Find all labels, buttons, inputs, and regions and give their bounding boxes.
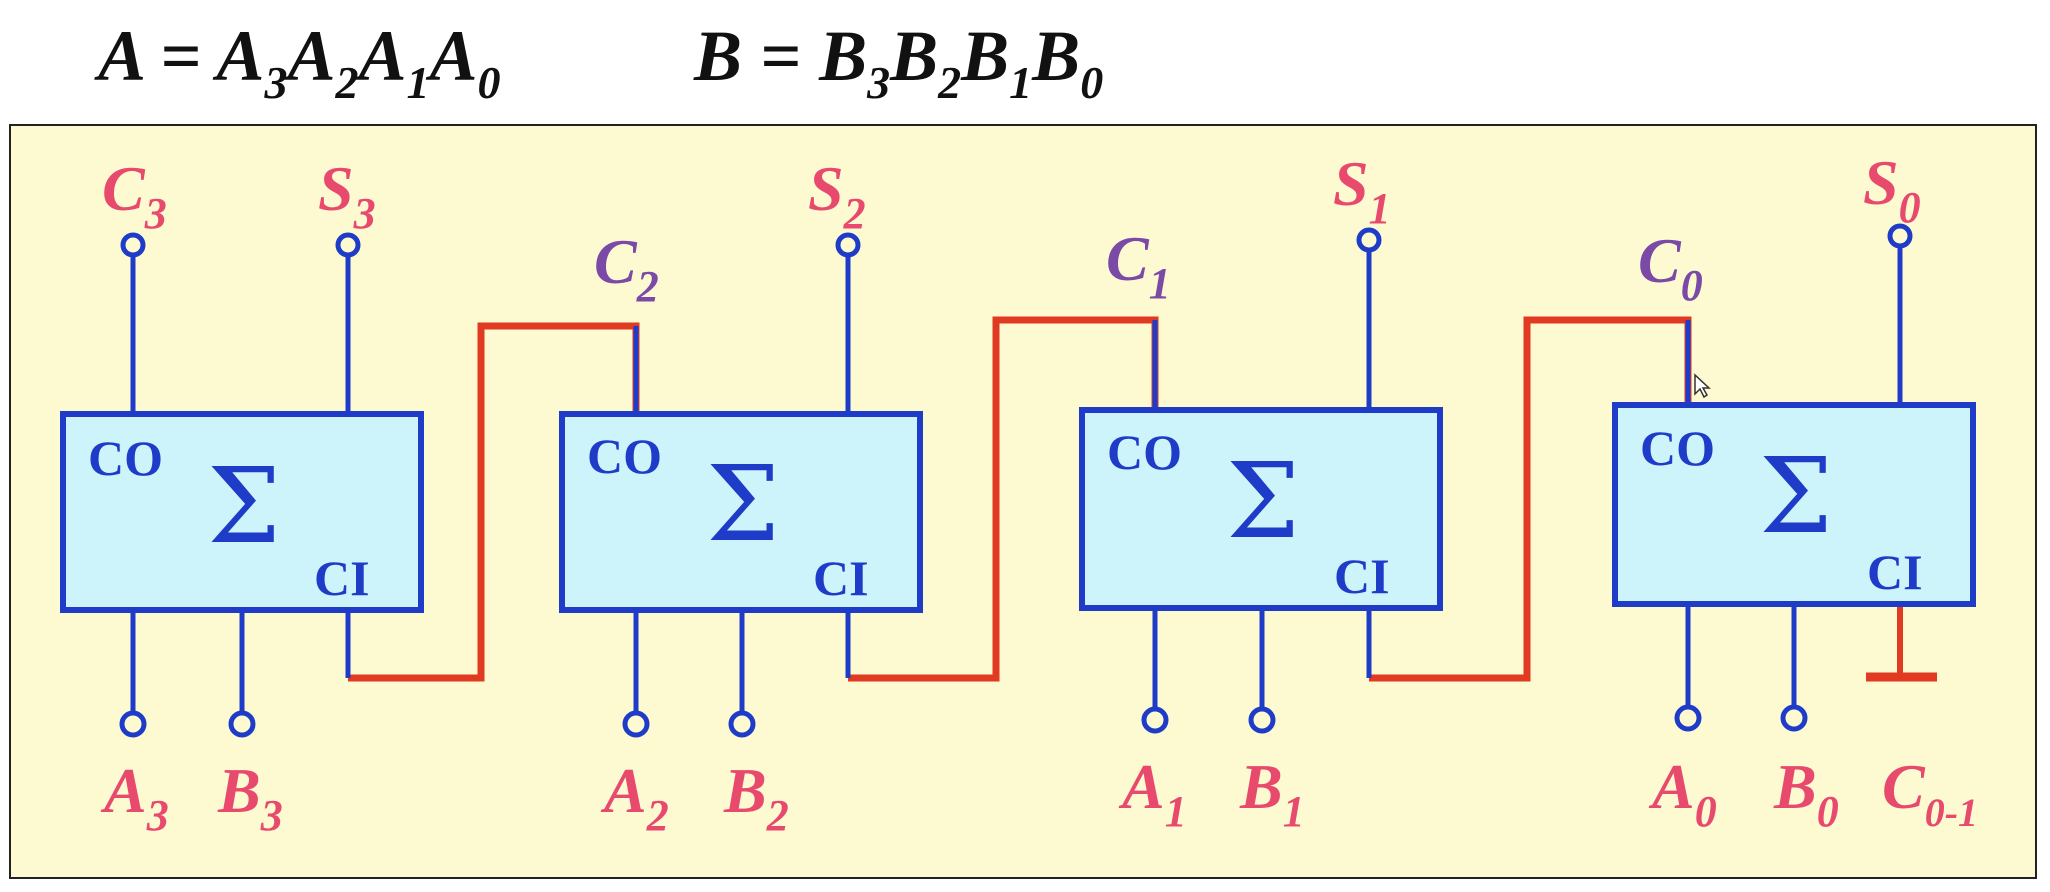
pin-c3: [120, 232, 146, 258]
pin-b3: [228, 710, 256, 738]
label-b0: B0: [1773, 751, 1839, 836]
mouse-cursor-icon: [1694, 373, 1711, 399]
formula-b: B = B3B2B1B0: [693, 16, 1103, 108]
carry-out-label: CO: [1640, 420, 1715, 476]
label-c3: C3: [102, 153, 167, 238]
pin-s3: [335, 232, 361, 258]
label-c2: C2: [594, 226, 659, 311]
adder-box: [559, 411, 923, 613]
adder-box: [60, 411, 424, 613]
label-a1: A1: [1118, 751, 1187, 836]
full-adder-stage-1: CO Σ CI: [1079, 407, 1443, 611]
terminal-pins: [119, 223, 1913, 738]
pin-a2: [622, 710, 650, 738]
carry-out-label: CO: [1107, 424, 1182, 480]
pin-b2: [728, 710, 756, 738]
pin-b0: [1780, 704, 1808, 732]
signal-wires: [130, 244, 1903, 713]
sigma-symbol: Σ: [207, 445, 281, 567]
full-adder-stage-2: CO Σ CI: [559, 411, 923, 613]
label-s1: S1: [1333, 148, 1391, 233]
formula-a: A = A3A2A1A0: [94, 16, 501, 108]
adder-box: [1079, 407, 1443, 611]
label-b3: B3: [217, 755, 283, 840]
carry-in-label: CI: [1334, 548, 1390, 604]
pin-a1: [1141, 706, 1169, 734]
full-adder-stage-0: CO Σ CI: [1612, 402, 1976, 607]
label-s2: S2: [808, 153, 866, 238]
adder-box: [1612, 402, 1976, 607]
label-a0: A0: [1648, 751, 1717, 836]
label-s0: S0: [1863, 147, 1921, 232]
carry-in-label: CI: [314, 550, 370, 606]
full-adder-stage-3: CO Σ CI: [60, 411, 424, 613]
pin-b1: [1248, 706, 1276, 734]
sigma-symbol: Σ: [1226, 440, 1300, 562]
carry-in-label: CI: [813, 550, 869, 606]
carry-out-label: CO: [587, 428, 662, 484]
label-a3: A3: [100, 755, 169, 840]
label-carry-in: C0-1: [1882, 751, 1978, 835]
pin-s0: [1887, 223, 1913, 249]
carry-out-label: CO: [88, 430, 163, 486]
label-b1: B1: [1239, 751, 1305, 836]
pin-s1: [1356, 227, 1382, 253]
carry-in-label: CI: [1867, 544, 1923, 600]
pin-a0: [1674, 704, 1702, 732]
label-c0: C0: [1638, 225, 1703, 310]
label-c1: C1: [1106, 223, 1171, 308]
label-b2: B2: [723, 755, 789, 840]
label-s3: S3: [318, 153, 376, 238]
sigma-symbol: Σ: [706, 443, 780, 565]
sigma-symbol: Σ: [1759, 435, 1833, 557]
label-a2: A2: [600, 755, 669, 840]
pin-s2: [835, 232, 861, 258]
pin-a3: [119, 710, 147, 738]
